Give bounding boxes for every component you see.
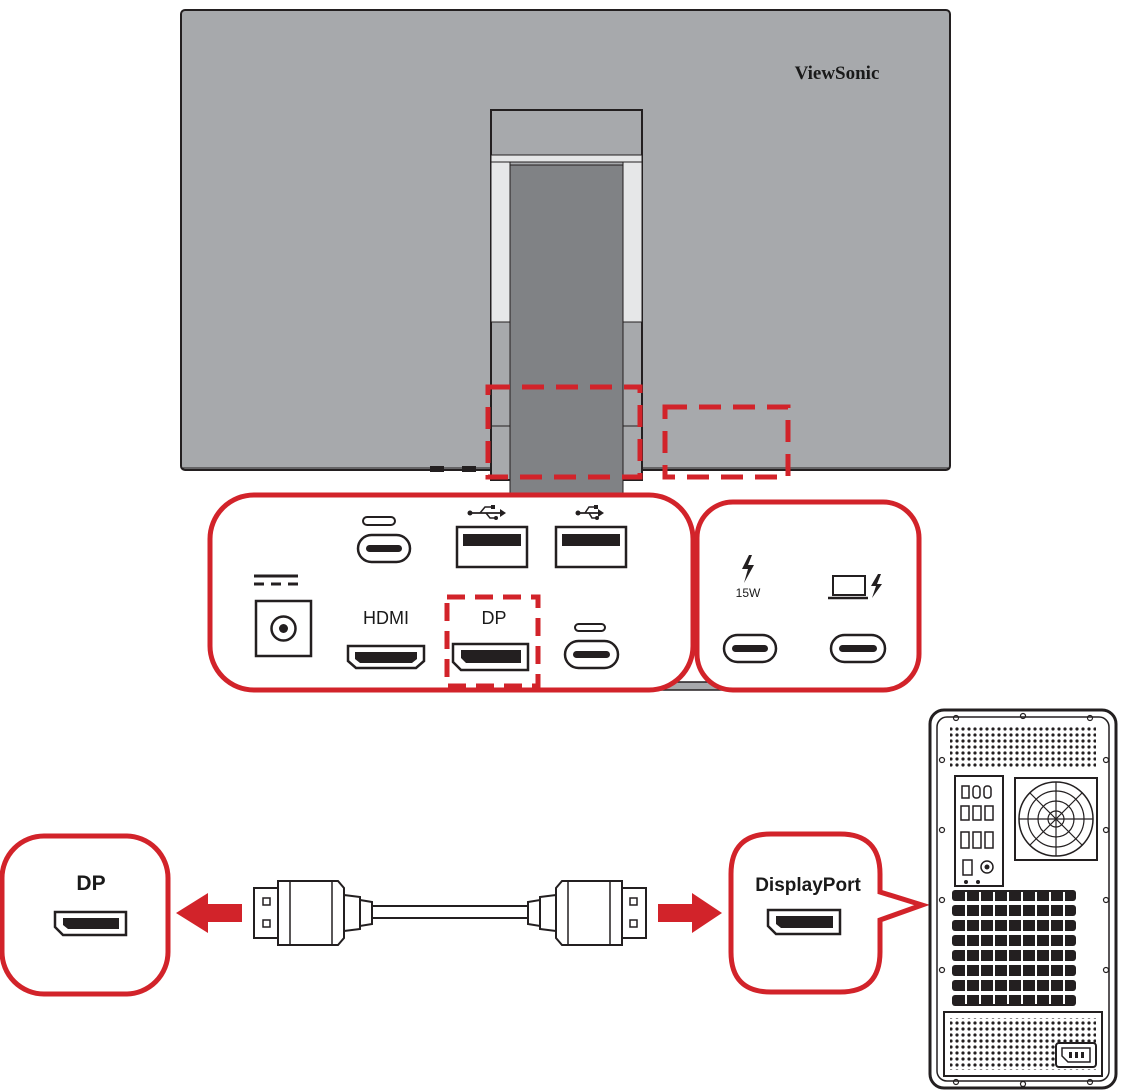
highlight-box-right — [662, 404, 791, 480]
usb-c-icon-bottom — [574, 623, 606, 632]
usb-a-port-1 — [455, 525, 529, 569]
dp-highlight-box — [444, 594, 541, 689]
pc-top-vent — [950, 727, 1096, 769]
pc-tower — [928, 708, 1118, 1090]
highlight-box-left — [485, 384, 643, 480]
callout-pc-displayport-label: DisplayPort — [755, 875, 861, 896]
usb-icon-2 — [575, 505, 604, 520]
usb-c-icon-top — [362, 516, 396, 526]
displayport-cable — [253, 880, 647, 946]
dc-power-port — [254, 599, 313, 658]
callout-monitor-dp-port — [53, 910, 128, 937]
callout-pc-displayport: DisplayPort — [728, 831, 930, 995]
port-panel-right: 15W — [694, 499, 922, 693]
arrow-right — [658, 893, 722, 933]
pc-fan — [1014, 777, 1098, 861]
hdmi-port — [346, 644, 426, 670]
hdmi-label: HDMI — [363, 608, 409, 628]
usb-c-port-top — [356, 533, 412, 564]
callout-monitor-dp-label: DP — [76, 872, 105, 895]
callout-monitor-dp: DP — [0, 833, 171, 997]
callout-pc-displayport-port — [766, 908, 842, 936]
brand-logo: ViewSonic — [795, 63, 880, 84]
usb-c-port-15w — [722, 633, 778, 664]
monitor-stand — [490, 109, 643, 496]
pc-expansion-slots — [952, 890, 1076, 1006]
usb-c-port-bottom — [563, 639, 620, 670]
dc-power-icon — [254, 574, 298, 586]
usb-icon-1 — [467, 505, 506, 520]
power-15w-label: 15W — [736, 586, 761, 600]
displayport-port — [451, 642, 530, 672]
pc-psu — [943, 1011, 1103, 1077]
port-panel-main: HDMI — [207, 492, 696, 693]
laptop-charge-icon — [828, 574, 882, 600]
lightning-icon-15w — [742, 555, 754, 583]
usb-c-port-laptop — [829, 633, 887, 664]
usb-a-port-2 — [554, 525, 628, 569]
pc-io-shield — [954, 775, 1004, 887]
arrow-left — [176, 893, 242, 933]
dp-label: DP — [481, 608, 506, 628]
